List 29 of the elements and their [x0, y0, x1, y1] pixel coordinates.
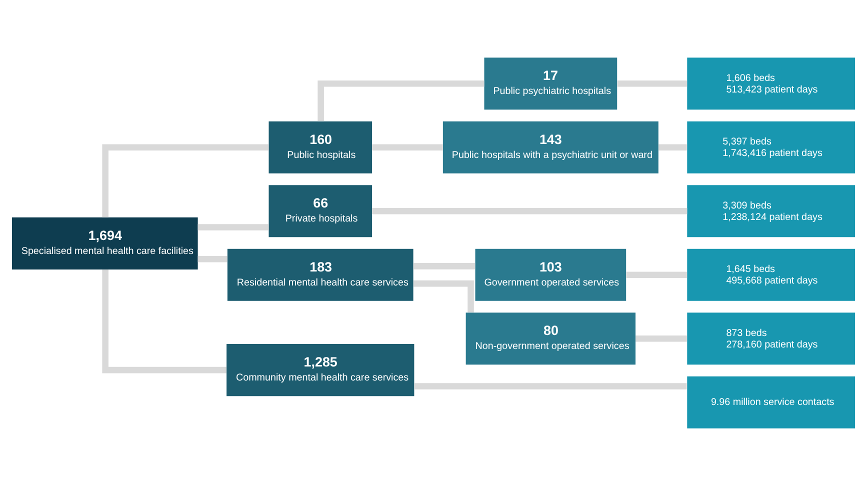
node-box: 143 Public hospitals with a psychiatric unit or ward [442, 120, 658, 173]
node-box: 66 Private hospitals [268, 184, 372, 237]
node-box: 17 Public psychiatric hospitals [484, 57, 618, 110]
connector [372, 144, 443, 150]
node-box: 160 Public hospitals [268, 120, 372, 173]
node-box: 5,397 beds 1,743,416 patient days [687, 120, 856, 173]
connector [198, 224, 269, 230]
node-box: 9.96 million service contacts [687, 376, 856, 428]
node-box: 1,285 Community mental health care services [226, 344, 414, 396]
node-box: 1,606 beds 513,423 patient days [687, 57, 856, 110]
connector [658, 144, 687, 150]
connector [413, 262, 475, 269]
node-box: 183 Residential mental health care services [227, 248, 414, 300]
node-box: 873 beds 278,160 patient days [687, 312, 856, 364]
node-box: 1,694 Specialised mental health care facilities [12, 216, 198, 269]
connector [617, 80, 688, 86]
node-box: 3,309 beds 1,238,124 patient days [687, 184, 856, 237]
connector [626, 271, 687, 278]
node-box: 80 Non-government operated services [466, 312, 636, 364]
connector [413, 280, 474, 312]
connector [102, 269, 226, 373]
node-box: 103 Government operated services [475, 248, 626, 300]
connector [414, 382, 687, 389]
connector [198, 256, 228, 262]
node-box: 1,645 beds 495,668 patient days [687, 248, 856, 300]
connector [636, 334, 687, 342]
connector [372, 207, 688, 214]
connector [102, 144, 269, 217]
connector [318, 80, 484, 121]
